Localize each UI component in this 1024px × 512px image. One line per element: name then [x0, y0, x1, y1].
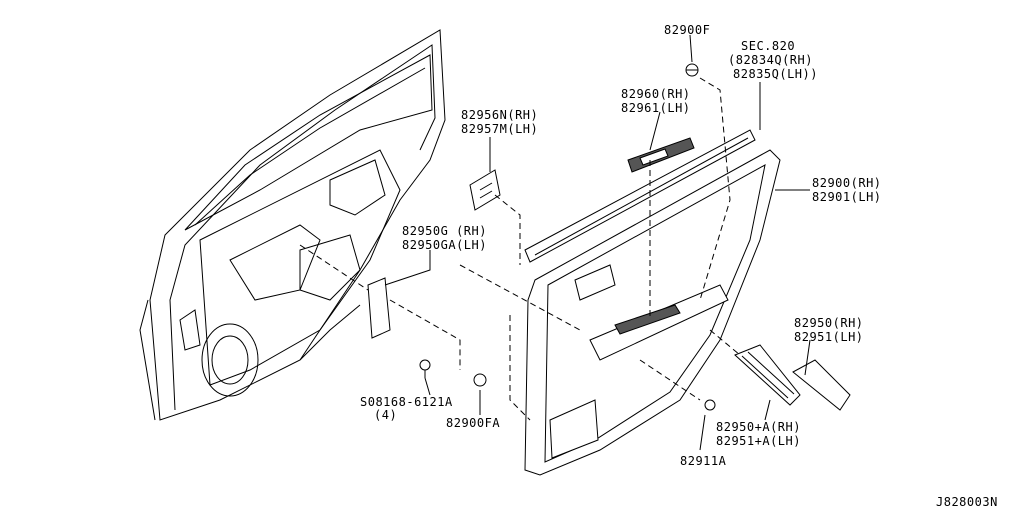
- label-screw: 82911A: [680, 454, 727, 468]
- label-clip-bottom: 82900FA: [446, 416, 501, 430]
- label-bracket-top-lh: 82957M(LH): [461, 122, 539, 136]
- bolt-part: [419, 359, 431, 378]
- door-panel-outline: [139, 29, 446, 421]
- bracket-part: [367, 277, 391, 339]
- clip-top-part: [685, 63, 699, 77]
- label-bracket-lh: 82950GA(LH): [402, 238, 487, 252]
- label-armrest-rh: 82950(RH): [794, 316, 864, 330]
- window-switch-part: [627, 137, 695, 173]
- label-armrest-lh: 82951(LH): [794, 330, 864, 344]
- label-switch-lh: 82961(LH): [621, 101, 691, 115]
- label-bolt-qty: (4): [374, 408, 398, 422]
- label-armrest-a-lh: 82951+A(LH): [716, 434, 801, 448]
- label-armrest-a-rh: 82950+A(RH): [716, 420, 801, 434]
- assembly-lines: [299, 77, 741, 421]
- door-trim-part: [524, 149, 781, 476]
- label-trim-lh: 82901(LH): [812, 190, 882, 204]
- armrest-part: [792, 359, 851, 411]
- label-switch-rh: 82960(RH): [621, 87, 691, 101]
- label-clip-top: 82900F: [664, 23, 711, 37]
- bracket-top-part: [469, 169, 501, 211]
- screw-part: [704, 399, 716, 411]
- label-bracket-rh: 82950G (RH): [402, 224, 487, 238]
- label-bracket-top-rh: 82956N(RH): [461, 108, 539, 122]
- diagram-code: J828003N: [936, 495, 998, 509]
- clip-bottom-part: [473, 373, 487, 387]
- label-trim-rh: 82900(RH): [812, 176, 882, 190]
- leader-lines: [384, 34, 811, 451]
- label-sec-rh: (82834Q(RH): [728, 53, 813, 67]
- label-bolt: S08168-6121A: [360, 395, 453, 409]
- label-sec-ref: SEC.820: [741, 39, 796, 53]
- armrest-a-part: [734, 344, 801, 406]
- trim-strip-part: [524, 129, 756, 263]
- label-sec-lh: 82835Q(LH)): [733, 67, 818, 81]
